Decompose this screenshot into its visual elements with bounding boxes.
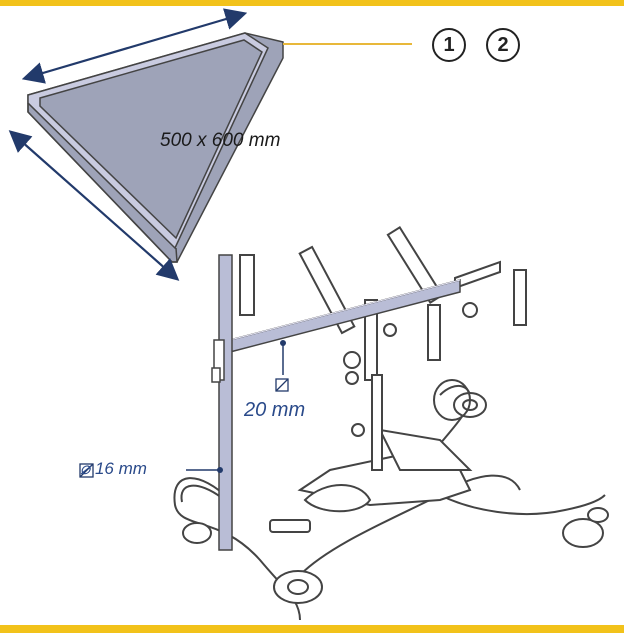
pole-dimension-label: ⌀ 16 mm [80, 459, 147, 478]
support-arms [239, 225, 527, 471]
crossbar-leader-dot [280, 340, 286, 346]
top-accent-bar [0, 0, 624, 6]
pole-leader-dot [217, 467, 223, 473]
badge-2: 2 [486, 28, 520, 62]
leader-lines [186, 43, 412, 473]
dimension-arrows [8, 8, 248, 281]
vertical-pole [211, 254, 233, 551]
pole-square-tube-icon [79, 463, 94, 478]
depth-dimension-arrow [8, 130, 180, 281]
base-frame [173, 385, 606, 621]
crossbar-dimension-label: 20 mm [244, 399, 306, 421]
caster-wheels [182, 379, 609, 604]
crossbar [229, 279, 461, 353]
tray-dimension-label: 500 x 600 mm [160, 130, 281, 151]
width-dimension-arrow [21, 8, 248, 84]
badge-1: 1 [432, 28, 466, 62]
bottom-accent-bar [0, 625, 624, 633]
square-tube-icon [275, 378, 289, 392]
